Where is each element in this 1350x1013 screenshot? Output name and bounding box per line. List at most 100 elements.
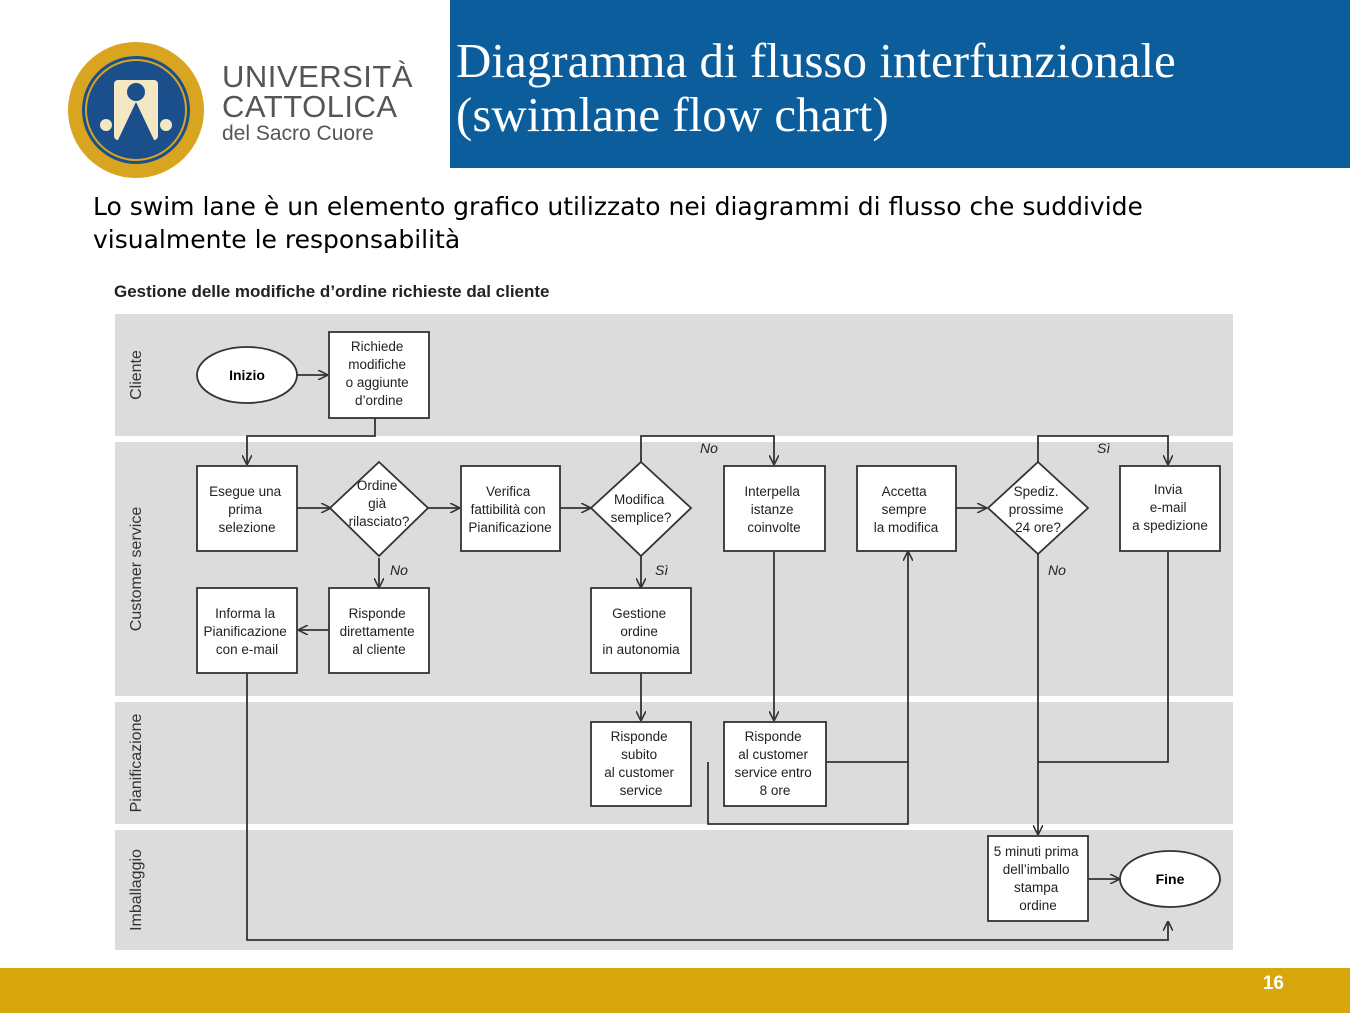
svg-text:Gestione ordine in: Gestione ordine in autonomia	[602, 606, 680, 657]
node-modifica-semplice: Modifica semplice?	[589, 460, 693, 558]
node-richiede-line: d’ordine	[355, 393, 403, 408]
node-cinque-min-line: 5 minuti prima	[994, 844, 1079, 859]
node-spediz-line: prossime	[1009, 502, 1064, 517]
lane-label-imballaggio: Imballaggio	[128, 849, 145, 931]
node-accetta-line: Accetta	[882, 484, 928, 499]
node-accetta-line: sempre	[882, 502, 927, 517]
node-informa: Informa la Pianificazione con e-mail	[196, 587, 298, 674]
lane-label-pianificazione: Pianificazione	[128, 714, 145, 813]
svg-text:Accetta sempre la: Accetta sempre la modifica	[874, 484, 939, 535]
university-line3: del Sacro Cuore	[222, 122, 374, 145]
node-ordine-line: rilasciato?	[349, 514, 410, 529]
node-ordine-line: già	[368, 496, 387, 511]
node-verifica: Verifica fattibilità con Pianificazione	[460, 465, 561, 552]
svg-text:Invia e-mail a spe: Invia e-mail a spedizione	[1132, 482, 1208, 533]
node-verifica-line: Pianificazione	[468, 520, 551, 535]
node-gestione-line: Gestione	[612, 606, 666, 621]
svg-text:5 minuti prima dell’imba: 5 minuti prima dell’imballo stampa ordin…	[994, 844, 1083, 913]
node-ordine-line: Ordine	[357, 478, 398, 493]
node-risponde-dir-line: al cliente	[352, 642, 405, 657]
node-risponde-subito-line: service	[620, 783, 663, 798]
university-line2: CATTOLICA	[222, 89, 398, 124]
node-risponde-cs-line: Risponde	[745, 729, 802, 744]
svg-text:Ordine già rilasci: Ordine già rilasciato?	[349, 478, 410, 529]
node-risponde-subito-line: subito	[621, 747, 657, 762]
node-fine: Fine	[1119, 850, 1221, 908]
node-risponde-subito-line: al customer	[604, 765, 674, 780]
slide-title: Diagramma di flusso interfunzionale (swi…	[456, 34, 1176, 142]
node-risponde-subito: Risponde subito al customer service	[590, 721, 692, 807]
slide-title-line2: (swimlane flow chart)	[456, 87, 889, 142]
svg-text:Interpella istanze: Interpella istanze coinvolte	[744, 484, 803, 535]
node-informa-line: Pianificazione	[203, 624, 286, 639]
svg-text:Modifica semplice?: Modifica semplice?	[611, 492, 672, 525]
node-modifica-line: Modifica	[614, 492, 665, 507]
node-risponde-dir-line: Risponde	[349, 606, 406, 621]
svg-text:Richiede modifiche: Richiede modifiche o aggiunte d’ordine	[346, 339, 413, 408]
node-invia-line: a spedizione	[1132, 518, 1208, 533]
node-interpella-line: coinvolte	[747, 520, 800, 535]
node-inizio-label: Inizio	[229, 367, 265, 383]
node-cinque-minuti: 5 minuti prima dell’imballo stampa ordin…	[987, 835, 1089, 922]
node-interpella: Interpella istanze coinvolte	[723, 465, 826, 552]
svg-text:Risponde al customer: Risponde al customer service entro 8 ore	[734, 729, 815, 798]
node-risponde-cs-line: al customer	[738, 747, 808, 762]
page-number: 16	[1262, 973, 1284, 994]
node-richiede-line: Richiede	[351, 339, 404, 354]
node-cinque-min-line: stampa	[1014, 880, 1059, 895]
node-inizio: Inizio	[196, 346, 298, 404]
edge-label-si-top: Sì	[1097, 440, 1110, 456]
node-accetta-line: la modifica	[874, 520, 939, 535]
node-verifica-line: fattibilità con	[471, 502, 546, 517]
lane-label-cliente: Cliente	[128, 350, 145, 400]
node-fine-label: Fine	[1156, 871, 1185, 887]
lane-label-customer-service: Customer service	[128, 507, 145, 632]
edge-label-no-spediz: No	[1048, 562, 1066, 578]
node-risponde-cs-8-ore: Risponde al customer service entro 8 ore	[723, 721, 827, 807]
edge-label-si-modifica: Sì	[655, 562, 668, 578]
footer-band	[0, 968, 1350, 1013]
connectors	[247, 375, 1168, 941]
node-accetta: Accetta sempre la modifica	[856, 465, 957, 552]
node-risponde-subito-line: Risponde	[611, 729, 668, 744]
svg-text:Risponde subito al: Risponde subito al customer service	[604, 729, 678, 798]
node-spediz-24-ore: Spediz. prossime 24 ore?	[986, 460, 1090, 556]
node-cinque-min-line: ordine	[1019, 898, 1057, 913]
edge-label-no-top: No	[700, 440, 718, 456]
node-informa-line: Informa la	[215, 606, 276, 621]
node-esegue-line: selezione	[218, 520, 275, 535]
node-interpella-line: Interpella	[744, 484, 800, 499]
node-invia-line: e-mail	[1150, 500, 1187, 515]
svg-text:Verifica fattibilità con: Verifica fattibilità con Pianificazione	[468, 484, 551, 535]
university-name: UNIVERSITÀ CATTOLICA del Sacro Cuore	[222, 59, 414, 146]
edge-label-no-ordine: No	[390, 562, 408, 578]
node-informa-line: con e-mail	[216, 642, 278, 657]
diagram-heading: Gestione delle modifiche d’ordine richie…	[114, 282, 550, 301]
swimlane-diagram: Gestione delle modifiche d’ordine richie…	[114, 282, 1233, 950]
node-esegue-line: Esegue una	[209, 484, 282, 499]
node-modifica-line: semplice?	[611, 510, 672, 525]
node-gestione-line: in autonomia	[602, 642, 680, 657]
node-risponde-direttamente: Risponde direttamente al cliente	[328, 587, 430, 674]
svg-text:Risponde direttamente: Risponde direttamente al cliente	[340, 606, 419, 657]
svg-text:Esegue una prima s: Esegue una prima selezione	[209, 484, 285, 535]
node-richiede-line: o aggiunte	[346, 375, 409, 390]
university-line1: UNIVERSITÀ	[222, 59, 414, 94]
node-invia-email: Invia e-mail a spedizione	[1119, 465, 1221, 552]
node-gestione-autonomia: Gestione ordine in autonomia	[590, 587, 692, 674]
slide-title-line1: Diagramma di flusso interfunzionale	[456, 33, 1176, 88]
svg-text:Informa la Pianificazion: Informa la Pianificazione con e-mail	[203, 606, 290, 657]
node-spediz-line: Spediz.	[1014, 484, 1059, 499]
node-spediz-line: 24 ore?	[1015, 520, 1061, 535]
node-risponde-cs-line: 8 ore	[760, 783, 791, 798]
node-risponde-cs-line: service entro	[734, 765, 811, 780]
node-esegue-line: prima	[228, 502, 262, 517]
university-seal-logo	[68, 42, 204, 178]
title-band	[450, 0, 1350, 168]
node-esegue: Esegue una prima selezione	[196, 465, 298, 552]
node-ordine-gia-rilasciato: Ordine già rilasciato?	[328, 460, 430, 558]
intro-text: Lo swim lane è un elemento grafico utili…	[93, 192, 1143, 254]
node-gestione-line: ordine	[620, 624, 658, 639]
node-risponde-dir-line: direttamente	[340, 624, 415, 639]
node-verifica-line: Verifica	[486, 484, 531, 499]
